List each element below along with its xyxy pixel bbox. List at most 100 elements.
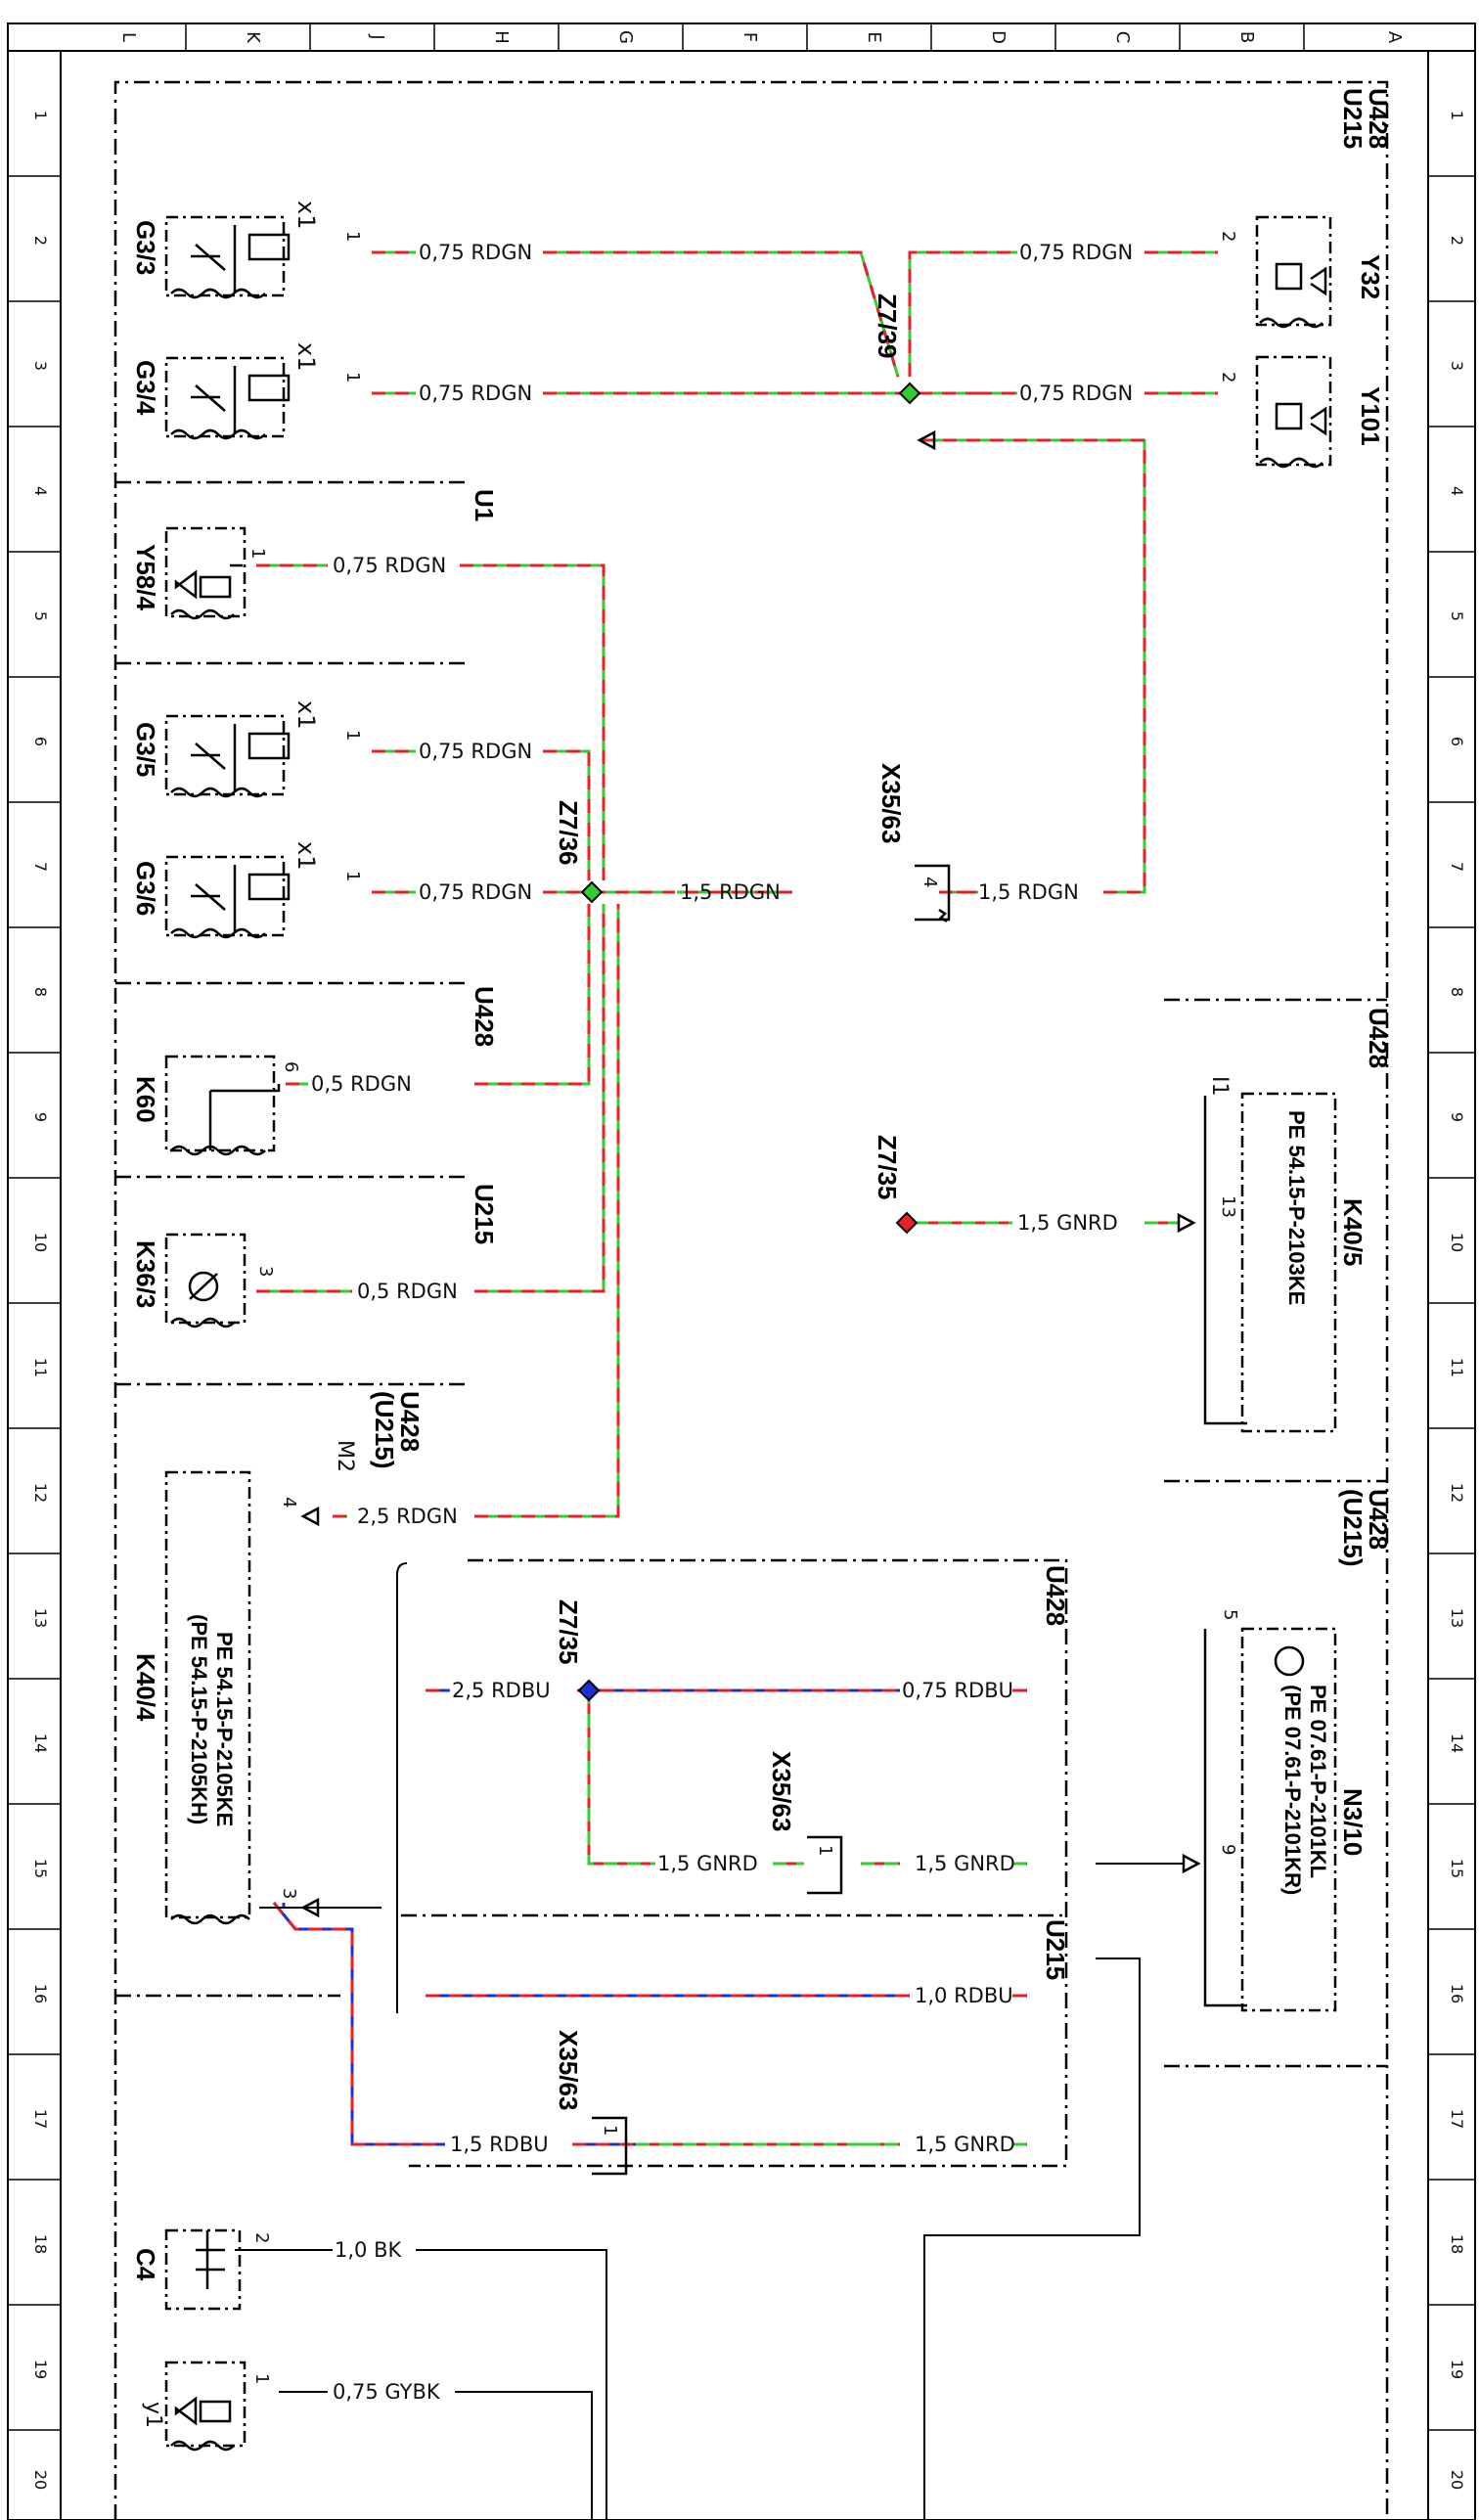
pin-number: 1 — [342, 231, 363, 242]
col-label: D — [988, 30, 1009, 44]
row-label-left: 16 — [31, 1984, 50, 2003]
row-label-left: 12 — [31, 1483, 50, 1503]
col-label: F — [740, 32, 760, 42]
arrow-marker — [917, 429, 936, 451]
pin-number: 13 — [1218, 1195, 1238, 1218]
column-dividers — [185, 23, 1305, 51]
label-x35-63: X35/63 — [876, 763, 906, 843]
wire-label: 0,75 GYBK — [333, 2380, 441, 2404]
region-label-u215-paren: (U215) — [370, 1391, 399, 1468]
splice-z7-39 — [898, 382, 921, 405]
region-label-u215: U215 — [1041, 1919, 1070, 1980]
label-z7-36: Z7/36 — [554, 800, 583, 866]
row-label-right: 12 — [1448, 1483, 1466, 1503]
label-n3-10: N3/10 — [1338, 1788, 1368, 1856]
wire-label: 0,5 RDGN — [311, 1072, 412, 1096]
wire-label: 1,5 GNRD — [1017, 1211, 1118, 1235]
arrow-markers — [300, 429, 1201, 1918]
region-boundaries — [113, 80, 1389, 2520]
row-label-right: 11 — [1448, 1358, 1466, 1377]
arrow-marker — [300, 1506, 320, 1527]
row-label-left: 3 — [31, 361, 50, 371]
pin-number: 1 — [342, 871, 363, 881]
components — [164, 215, 1337, 2452]
connector-labels: Z7/39 Z7/36 Z7/35 Z7/35 X35/63 X35/63 X3… — [333, 293, 1232, 2110]
arrow-marker — [300, 1897, 320, 1918]
row-label-right: 13 — [1448, 1608, 1466, 1628]
ref-k40-5: PE 54.15-P-2103KE — [1284, 1110, 1309, 1305]
wires — [235, 250, 1218, 2520]
row-label-left: 17 — [31, 2109, 50, 2129]
row-label-right: 19 — [1448, 2360, 1466, 2379]
row-label-left: 11 — [31, 1358, 50, 1377]
label-g3-3: G3/3 — [131, 220, 160, 275]
wire-label: 1,5 RDGN — [680, 880, 781, 904]
label-z7-35: Z7/35 — [554, 1599, 583, 1665]
region-labels: U428 U215 U1 U428 U215 U428 (U215) U428 … — [370, 88, 1393, 1980]
wire-label: 2,5 RDGN — [357, 1505, 458, 1528]
ref-n3-10-2: (PE 07.61-P-2101KR) — [1280, 1685, 1305, 1895]
valve-y32 — [1255, 215, 1332, 329]
row-label-left: 19 — [31, 2360, 50, 2379]
row-label-right: 15 — [1448, 1859, 1466, 1878]
row-ticks — [8, 175, 1475, 2431]
row-label-right: 10 — [1448, 1233, 1466, 1252]
row-label-right: 2 — [1448, 236, 1466, 246]
wire-label: 1,5 RDGN — [978, 880, 1079, 904]
row-label-right: 20 — [1448, 2470, 1466, 2490]
row-label-left: 8 — [31, 987, 50, 997]
row-label-right: 9 — [1448, 1112, 1466, 1122]
row-label-right: 16 — [1448, 1984, 1466, 2003]
wire-label: 1,5 GNRD — [915, 1852, 1015, 1875]
splice-z7-35a — [895, 1211, 919, 1235]
label-k40-5: K40/5 — [1338, 1198, 1368, 1266]
wire-label: 0,75 RDGN — [1019, 241, 1133, 264]
wire-label: 0,75 RDGN — [333, 554, 446, 577]
label-g3-4: G3/4 — [131, 360, 160, 416]
region-label-u1: U1 — [470, 489, 499, 521]
row-label-right: 1 — [1448, 111, 1466, 120]
pin-number: 1 — [342, 372, 363, 382]
wire-label: 2,5 RDBU — [452, 1679, 551, 1702]
region-label-u428: U428 — [1364, 1008, 1393, 1068]
wire-label: 1,5 GNRD — [915, 2133, 1015, 2156]
label-x35-63: X35/63 — [767, 1751, 796, 1831]
pin-number: 3 — [255, 1266, 276, 1277]
splice-z7-36 — [580, 880, 604, 904]
arrow-marker — [1182, 1853, 1201, 1874]
pin-number: 5 — [1220, 1609, 1240, 1620]
row-label-left: 20 — [31, 2470, 50, 2490]
row-label-left: 18 — [31, 2234, 50, 2254]
row-label-right: 17 — [1448, 2109, 1466, 2129]
arrow-marker — [1177, 1212, 1196, 1234]
row-label-right: 8 — [1448, 987, 1466, 997]
pin-number: 1 — [815, 1845, 835, 1856]
splice-nodes — [577, 382, 921, 1702]
shield-bracket — [396, 1562, 408, 2013]
sensor-g3-6 — [164, 855, 291, 939]
wire-label: 0,75 RDGN — [1019, 382, 1133, 405]
region-label-u428: U428 — [395, 1391, 425, 1452]
col-label: K — [243, 31, 263, 44]
row-label-right: 18 — [1448, 2234, 1466, 2254]
component-labels: G3/3 G3/4 Y58/4 G3/5 G3/6 K60 K36/3 K40/… — [131, 201, 1385, 2428]
wire-label: 0,75 RDGN — [419, 880, 532, 904]
region-label-u428: U428 — [470, 986, 499, 1047]
col-label: E — [864, 31, 884, 42]
valve-y1 — [164, 2361, 247, 2452]
row-label-right: 3 — [1448, 361, 1466, 371]
ref-k40-4-1: PE 54.15-P-2105KE — [212, 1632, 237, 1826]
capacitor-c4 — [164, 2228, 242, 2311]
label-x1: x1 — [292, 342, 320, 371]
wire-label: 1,0 BK — [335, 2238, 402, 2262]
label-x35-63: X35/63 — [554, 2030, 583, 2110]
label-z7-35: Z7/35 — [873, 1135, 902, 1200]
row-label-right: 14 — [1448, 1733, 1466, 1753]
label-k40-4: K40/4 — [131, 1653, 160, 1722]
label-x1: x1 — [292, 201, 320, 229]
col-label: A — [1384, 31, 1405, 44]
column-labels: L K J H G F E D C B A — [118, 30, 1405, 44]
col-label: G — [615, 30, 636, 44]
wire-label: 1,5 GNRD — [657, 1852, 758, 1875]
